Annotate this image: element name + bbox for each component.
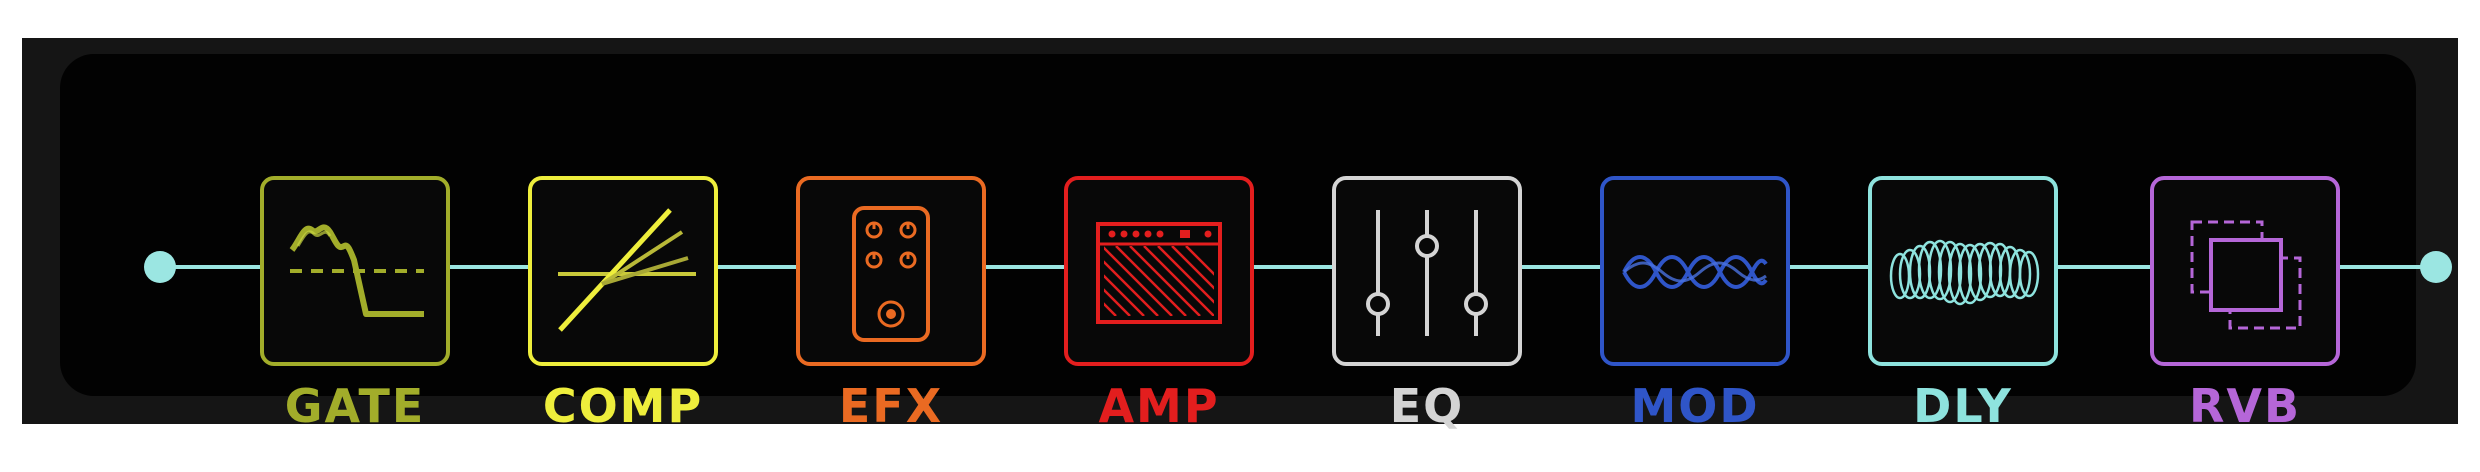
stompbox-pedal-icon [852, 206, 930, 342]
dly-block-button[interactable] [1868, 176, 2058, 366]
delay-coil-icon [1889, 239, 2040, 306]
noise-gate-curve-icon [289, 224, 424, 317]
mod-block-button[interactable] [1600, 176, 1790, 366]
efx-block-button[interactable] [796, 176, 986, 366]
comp-block-label: COMP [542, 379, 704, 433]
eq-block-label: EQ [1389, 379, 1465, 433]
eq-sliders-icon [1366, 210, 1488, 336]
rvb-block-label: RVB [2188, 379, 2302, 433]
reverb-squares-icon [2190, 220, 2302, 330]
amp-block-label: AMP [1098, 379, 1220, 433]
gate-block-label: GATE [284, 379, 426, 433]
compressor-ratio-icon [558, 208, 696, 332]
amp-block-button[interactable] [1064, 176, 1254, 366]
gate-block-button[interactable] [260, 176, 450, 366]
input-node-icon[interactable] [144, 251, 176, 283]
signal-path-line [160, 265, 2438, 269]
efx-block-label: EFX [838, 379, 944, 433]
output-node-icon[interactable] [2420, 251, 2452, 283]
signal-chain-panel: GATE COMP EFX [60, 54, 2452, 433]
amplifier-head-icon [1096, 222, 1222, 324]
eq-block-button[interactable] [1332, 176, 1522, 366]
modulation-wave-icon [1622, 255, 1768, 289]
dly-block-label: DLY [1913, 379, 2013, 433]
rvb-block-button[interactable] [2150, 176, 2340, 366]
mod-block-label: MOD [1630, 379, 1760, 433]
comp-block-button[interactable] [528, 176, 718, 366]
